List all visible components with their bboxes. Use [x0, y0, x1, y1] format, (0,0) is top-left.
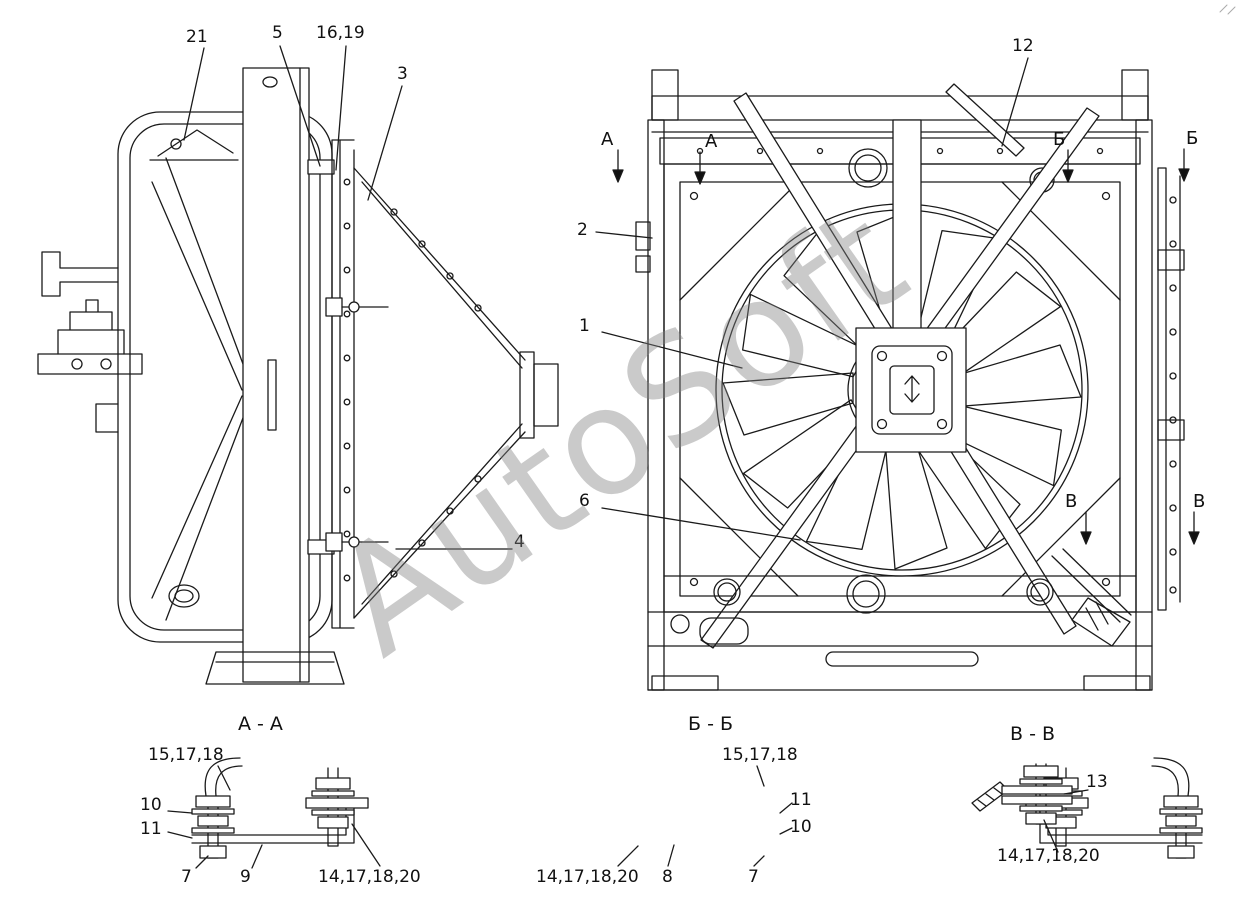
callout-16-19: 16,19	[316, 23, 365, 43]
section-arrows	[612, 148, 1200, 545]
leader-aa-11	[167, 831, 193, 839]
vv-label-14-17-18-20: 14,17,18,20	[997, 846, 1100, 866]
aa-label-7: 7	[181, 867, 192, 887]
section-bb-drawing	[617, 757, 1203, 867]
leader-aa-9	[251, 844, 263, 869]
section-marker-v-inner: В	[1065, 491, 1078, 512]
leader-aa-10	[167, 810, 193, 814]
bb-label-14-17-18-20: 14,17,18,20	[536, 867, 639, 887]
leader-bb-7	[753, 855, 765, 867]
leader-vv-14-17-18-20	[1043, 819, 1059, 853]
section-marker-a-inner: А	[705, 131, 718, 152]
bb-label-8: 8	[662, 867, 673, 887]
callout-4: 4	[514, 532, 525, 552]
leader-bb-10	[779, 827, 793, 835]
callout-6: 6	[579, 491, 590, 511]
leader-6	[601, 507, 801, 541]
leader-aa-15-17-18	[217, 765, 231, 791]
leader-3	[367, 85, 403, 201]
callout-21: 21	[186, 27, 208, 47]
leader-vv-13	[1063, 789, 1089, 795]
leader-5	[279, 45, 321, 167]
leader-2	[595, 231, 653, 239]
section-vv-title: В - В	[1010, 723, 1056, 745]
leader-16-19	[335, 45, 347, 171]
bb-label-7: 7	[748, 867, 759, 887]
section-marker-b-inner: Б	[1053, 129, 1066, 150]
leader-1	[601, 331, 743, 369]
section-vv-drawing	[971, 763, 1089, 853]
leader-bb-11	[779, 802, 793, 814]
fan-hub	[855, 327, 967, 453]
front-view	[595, 57, 1200, 691]
aa-label-14-17-18-20: 14,17,18,20	[318, 867, 421, 887]
leader-bb-8	[667, 844, 675, 867]
section-bb-title: Б - Б	[688, 713, 734, 735]
leader-aa-14-17-18-20	[351, 823, 381, 867]
corner-mark	[1219, 4, 1236, 15]
aa-label-10: 10	[140, 795, 162, 815]
callout-3: 3	[397, 64, 408, 84]
aa-label-15-17-18: 15,17,18	[148, 745, 224, 765]
callout-12: 12	[1012, 36, 1034, 56]
vv-label-13: 13	[1086, 772, 1108, 792]
leader-12	[1001, 57, 1029, 147]
bb-label-15-17-18: 15,17,18	[722, 745, 798, 765]
section-aa-drawing	[167, 757, 381, 869]
leader-bb-15-17-18	[756, 765, 765, 787]
aa-label-11: 11	[140, 819, 162, 839]
section-marker-a-outer: А	[601, 129, 614, 150]
bb-label-10: 10	[790, 817, 812, 837]
aa-label-9: 9	[240, 867, 251, 887]
section-marker-v-outer: В	[1193, 491, 1206, 512]
leader-21	[183, 47, 205, 141]
side-view	[37, 45, 559, 685]
bb-label-11: 11	[790, 790, 812, 810]
section-marker-b-outer: Б	[1186, 128, 1199, 149]
section-aa-title: А - А	[238, 713, 283, 735]
callout-5: 5	[272, 23, 283, 43]
callout-2: 2	[577, 220, 588, 240]
leader-aa-7	[195, 855, 209, 869]
leader-bb-14-17-18-20	[617, 845, 639, 867]
callout-1: 1	[579, 316, 590, 336]
